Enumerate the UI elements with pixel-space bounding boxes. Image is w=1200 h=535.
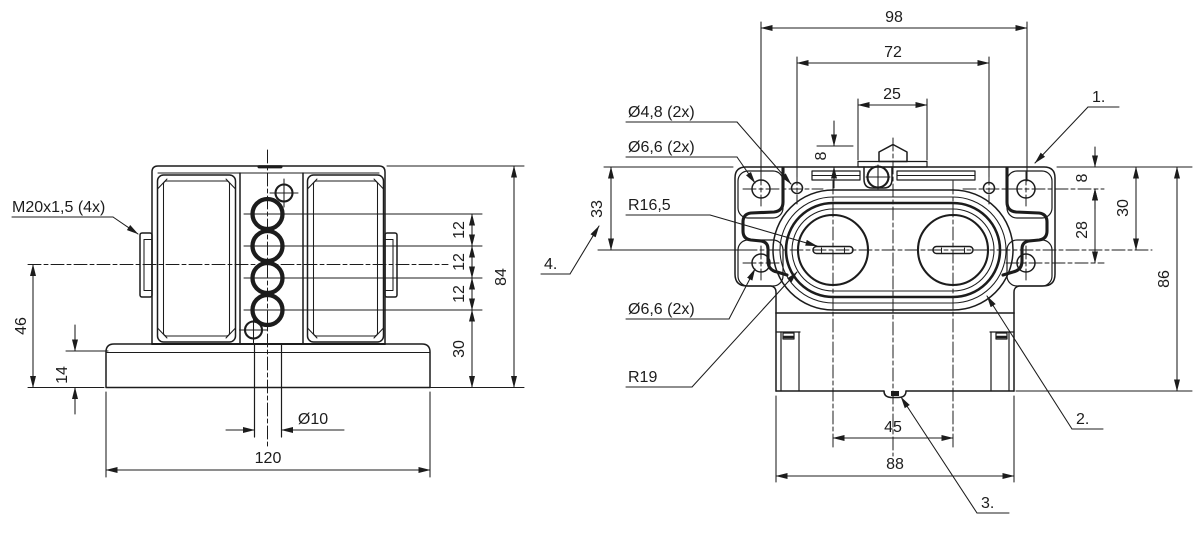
dim-86-label: 86 xyxy=(1156,270,1173,288)
mount-holes-bottom-label: Ø6,6 (2x) xyxy=(628,301,695,318)
mount-holes-top-label: Ø6,6 (2x) xyxy=(628,139,695,156)
front-view: 46 14 120 Ø10 12 12 12 30 xyxy=(11,149,525,478)
dim-25-label: 25 xyxy=(883,86,901,103)
bottom-screw-slot xyxy=(891,391,899,396)
cover-screw-top xyxy=(269,178,299,208)
dim-12a-label: 12 xyxy=(451,221,468,239)
dim-8-tab-label: 8 xyxy=(813,151,830,160)
top-centerlines xyxy=(605,137,1153,457)
small-holes-label: Ø4,8 (2x) xyxy=(628,104,695,121)
dim-28-label: 28 xyxy=(1074,221,1091,239)
dim-d10-label: Ø10 xyxy=(298,411,328,428)
lower-body-clips xyxy=(775,331,1015,392)
gland-thread-callout: M20x1,5 (4x) xyxy=(11,199,139,235)
balloon-3-label: 3. xyxy=(981,495,994,512)
inner-wall-contours xyxy=(741,166,1049,277)
outer-radius-label: R19 xyxy=(628,369,657,386)
balloon-2-label: 2. xyxy=(1076,411,1089,428)
top-dimensions: 98 72 25 8 8 28 30 xyxy=(589,9,1193,483)
dim-8-right-label: 8 xyxy=(1074,173,1091,182)
dim-88-label: 88 xyxy=(886,456,904,473)
front-centerlines xyxy=(27,149,449,450)
gland-thread-label: M20x1,5 (4x) xyxy=(12,199,105,216)
mounting-holes xyxy=(742,171,1105,281)
front-body-outline xyxy=(150,165,387,346)
balloon-callouts: 1. 2. 3. 4. xyxy=(540,89,1120,514)
dim-14-label: 14 xyxy=(54,366,71,384)
front-dimensions: 46 14 120 Ø10 12 12 12 30 xyxy=(13,165,525,478)
front-right-cover xyxy=(306,174,385,343)
dim-45-label: 45 xyxy=(884,419,902,436)
dim-46-label: 46 xyxy=(13,317,30,335)
balloon-4-label: 4. xyxy=(544,256,557,273)
dim-72-label: 72 xyxy=(884,44,902,61)
dim-84-label: 84 xyxy=(493,268,510,286)
front-left-cover xyxy=(156,174,237,343)
seal-radius-label: R16,5 xyxy=(628,197,671,214)
dim-12c-label: 12 xyxy=(451,285,468,303)
hole-callouts: Ø4,8 (2x) Ø6,6 (2x) R16,5 Ø6,6 (2x) R19 xyxy=(625,104,818,388)
terminal-circles xyxy=(243,196,483,328)
mounting-pads xyxy=(737,170,1053,287)
terminal-channel xyxy=(239,172,304,345)
dim-98-label: 98 xyxy=(885,9,903,26)
balloon-1-label: 1. xyxy=(1092,89,1105,106)
dim-12b-label: 12 xyxy=(451,253,468,271)
dim-120-label: 120 xyxy=(255,450,282,467)
dim-30-top-label: 30 xyxy=(1115,199,1132,217)
dim-33-label: 33 xyxy=(589,200,606,218)
top-view: 98 72 25 8 8 28 30 xyxy=(540,9,1193,514)
lower-body-outline xyxy=(775,312,1015,399)
hinge-tab xyxy=(878,143,908,163)
cover-screw-bottom xyxy=(238,315,269,345)
dim-30-front-label: 30 xyxy=(451,340,468,358)
